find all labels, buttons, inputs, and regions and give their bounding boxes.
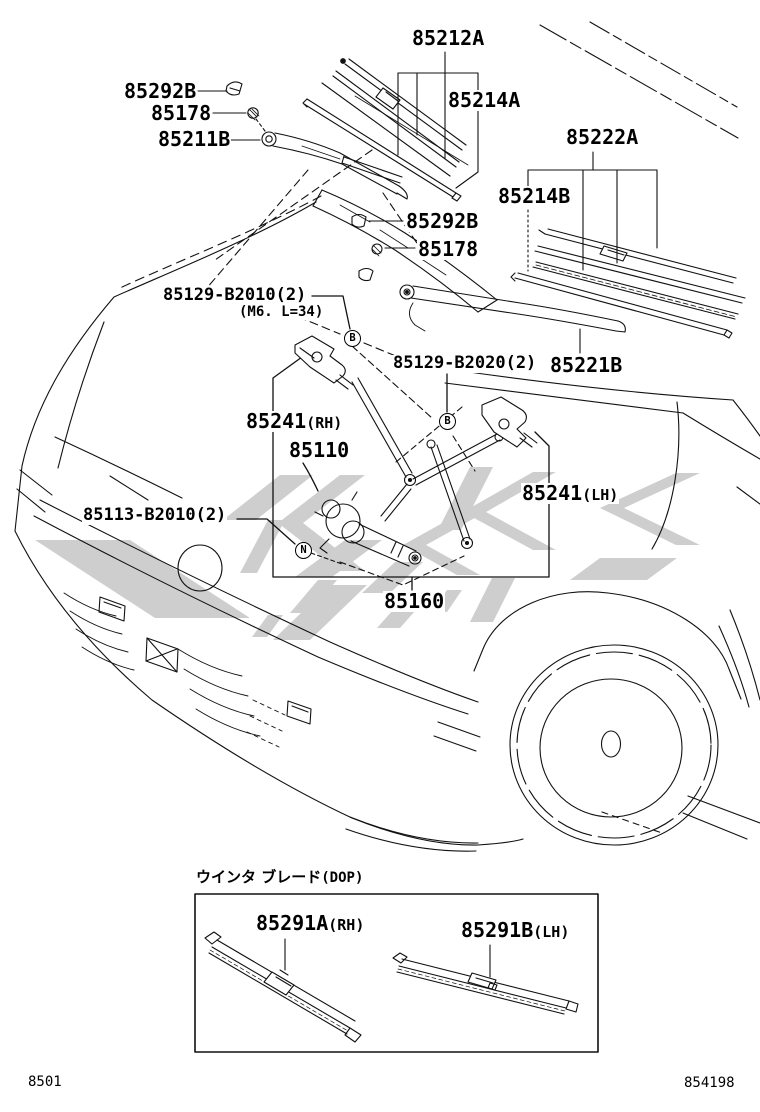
wiper-linkage-motor — [314, 377, 504, 567]
figure-code: 854198 — [684, 1075, 735, 1091]
hood-outline — [14, 195, 760, 708]
label-arm-nut-lower: 85178 — [417, 237, 480, 261]
front-fascia — [14, 469, 760, 852]
lh-arm-head-part — [481, 396, 538, 448]
winter-blade-box-title: ウインタ ブレード(DOP) — [195, 868, 364, 886]
label-winter-blade-rh: 85291A(RH) — [255, 911, 366, 935]
rh-arm-head-part — [294, 335, 354, 390]
linkage-bracket — [236, 295, 550, 591]
a-pillar-lines — [539, 21, 739, 139]
title-text: ウインタ ブレード — [196, 868, 322, 886]
label-wiper-motor: 85110 — [288, 438, 351, 462]
side-suffix-rh: (RH) — [328, 916, 365, 934]
lh-blade-group — [510, 228, 746, 339]
part-number: 85241 — [246, 409, 307, 433]
label-blade-rubber-lh: 85214B — [497, 184, 572, 208]
label-blade-rubber-rh: 85214A — [447, 88, 522, 112]
marker-bolt-b-lower: B — [439, 413, 456, 430]
side-suffix-lh: (LH) — [582, 486, 619, 504]
label-wiper-blade-lh: 85222A — [565, 125, 640, 149]
marker-bolt-b-upper: B — [344, 330, 361, 347]
label-wiper-arm-rh: 85211B — [157, 127, 232, 151]
label-bolt-upper: 85129-B2010(2) — [162, 285, 308, 305]
cowl-louver — [312, 155, 498, 313]
rh-blade-group — [302, 58, 469, 202]
label-pivot-cap-lower: 85292B — [405, 209, 480, 233]
section-code: 8501 — [28, 1074, 62, 1090]
part-number: 85291B — [461, 918, 534, 942]
lh-wiper-arm — [399, 284, 626, 354]
side-suffix-rh: (RH) — [306, 414, 343, 432]
lh-blade-bracket — [527, 151, 658, 272]
label-winter-blade-lh: 85291B(LH) — [460, 918, 571, 942]
label-arm-nut-upper: 85178 — [150, 101, 213, 125]
marker-nut-n: N — [295, 542, 312, 559]
label-mount-nut: 85113-B2010(2) — [82, 505, 228, 525]
label-wiper-arm-lh: 85221B — [549, 353, 624, 377]
label-arm-head-lh: 85241(LH) — [521, 481, 620, 505]
label-bolt-lower: 85129-B2020(2) — [392, 353, 538, 373]
label-pivot-cap-upper: 85292B — [123, 79, 198, 103]
label-wiper-link-assy: 85160 — [383, 589, 446, 613]
winter-blade-box — [194, 893, 599, 1053]
label-arm-head-rh: 85241(RH) — [245, 409, 344, 433]
label-wiper-blade-rh: 85212A — [411, 26, 486, 50]
front-wheel — [473, 591, 742, 846]
label-bolt-size-note: (M6. L=34) — [238, 304, 325, 320]
rh-blade-bracket — [397, 51, 479, 189]
part-number: 85291A — [256, 911, 329, 935]
part-number: 85241 — [522, 481, 583, 505]
rh-wiper-arm — [197, 81, 408, 200]
title-dop-suffix: (DOP) — [321, 870, 364, 886]
side-suffix-lh: (LH) — [533, 923, 570, 941]
